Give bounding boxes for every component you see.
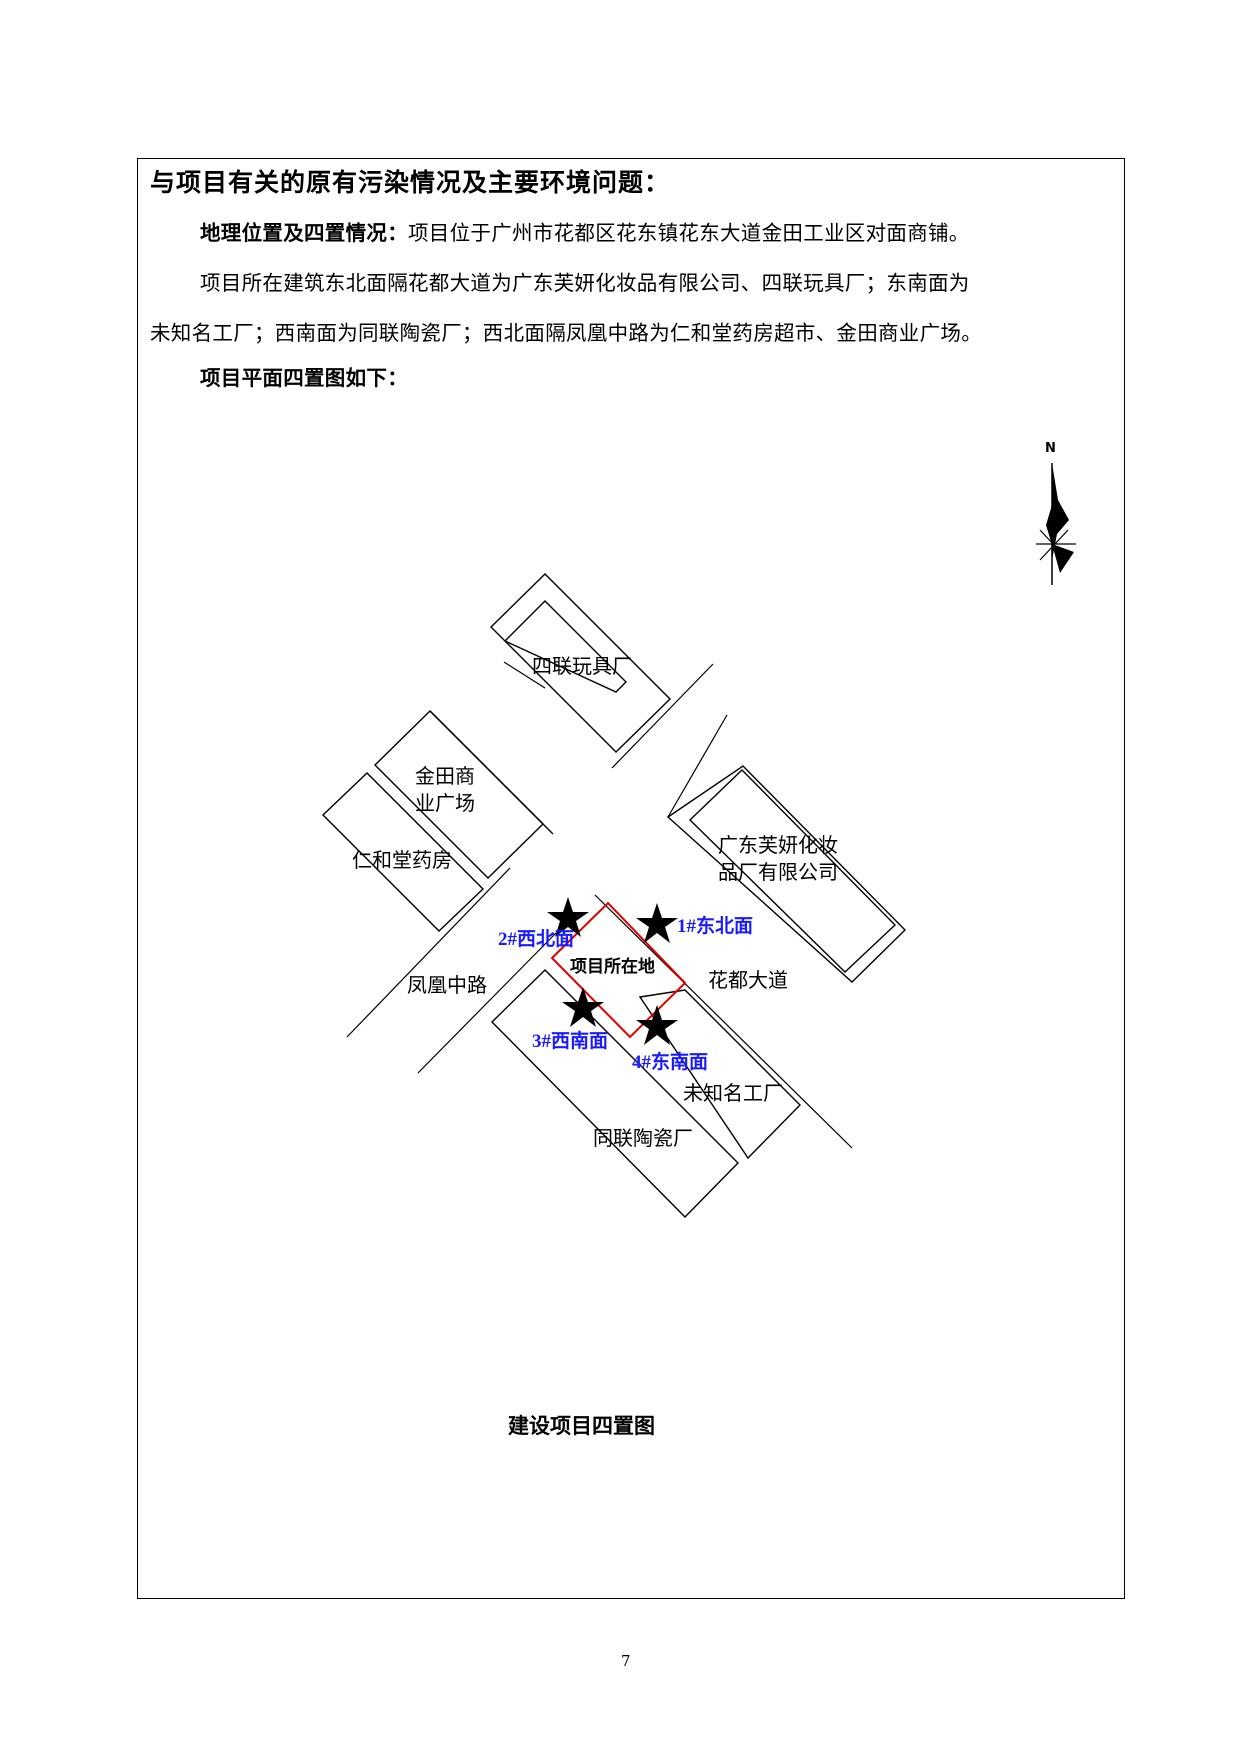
label-tonglian: 同联陶瓷厂 <box>593 1127 693 1150</box>
building-furui <box>666 765 906 983</box>
location-lead: 地理位置及四置情况： <box>200 221 408 245</box>
location-text: 项目位于广州市花都区花东镇花东大道金田工业区对面商铺。 <box>408 221 970 245</box>
label-jintian-1: 金田商 <box>415 765 475 788</box>
point-2-star-icon <box>547 897 589 937</box>
label-weizhiming: 未知名工厂 <box>683 1082 783 1105</box>
label-point-4: 4#东南面 <box>632 1050 708 1073</box>
building-jintian-edge <box>429 710 554 835</box>
figure-intro: 项目平面四置图如下： <box>200 366 408 390</box>
label-renhetang: 仁和堂药房 <box>352 849 452 872</box>
building-silian <box>490 573 671 753</box>
building-tonglian <box>491 969 739 1218</box>
point-1-star-icon <box>636 903 678 943</box>
label-point-3: 3#西南面 <box>532 1030 608 1052</box>
surroundings-line-1: 项目所在建筑东北面隔花都大道为广东芙妍化妆品有限公司、四联玩具厂；东南面为 <box>200 271 970 295</box>
label-project-site: 项目所在地 <box>570 956 655 977</box>
road-lines <box>346 661 853 1149</box>
north-arrow-icon: N <box>1036 441 1076 585</box>
project-site-outline <box>550 901 687 1039</box>
label-huadu-road: 花都大道 <box>708 969 788 992</box>
location-paragraph: 地理位置及四置情况：项目位于广州市花都区花东镇花东大道金田工业区对面商铺。 <box>200 218 970 248</box>
page-number: 7 <box>621 1652 631 1670</box>
label-furui-2: 品厂有限公司 <box>718 861 838 884</box>
label-jintian-2: 业广场 <box>415 792 475 815</box>
figure-caption: 建设项目四置图 <box>508 1414 655 1438</box>
point-3-star-icon <box>562 987 604 1027</box>
building-silian-inner <box>503 600 627 693</box>
section-heading: 与项目有关的原有污染情况及主要环境问题： <box>150 168 671 197</box>
label-point-1: 1#东北面 <box>677 914 753 937</box>
label-silian: 四联玩具厂 <box>532 655 632 678</box>
compass-label: N <box>1045 441 1056 456</box>
surroundings-line-2: 未知名工厂；西南面为同联陶瓷厂；西北面隔凤凰中路为仁和堂药房超市、金田商业广场。 <box>150 321 982 345</box>
building-weizhiming <box>638 989 801 1160</box>
content-frame <box>137 158 1125 1599</box>
building-renhetang <box>321 772 485 932</box>
label-fenghuang-road: 凤凰中路 <box>407 974 487 997</box>
label-point-2: 2#西北面 <box>498 928 574 950</box>
point-4-star-icon <box>636 1005 678 1045</box>
building-furui-inner <box>688 769 897 973</box>
label-furui-1: 广东芙妍化妆 <box>718 834 838 857</box>
